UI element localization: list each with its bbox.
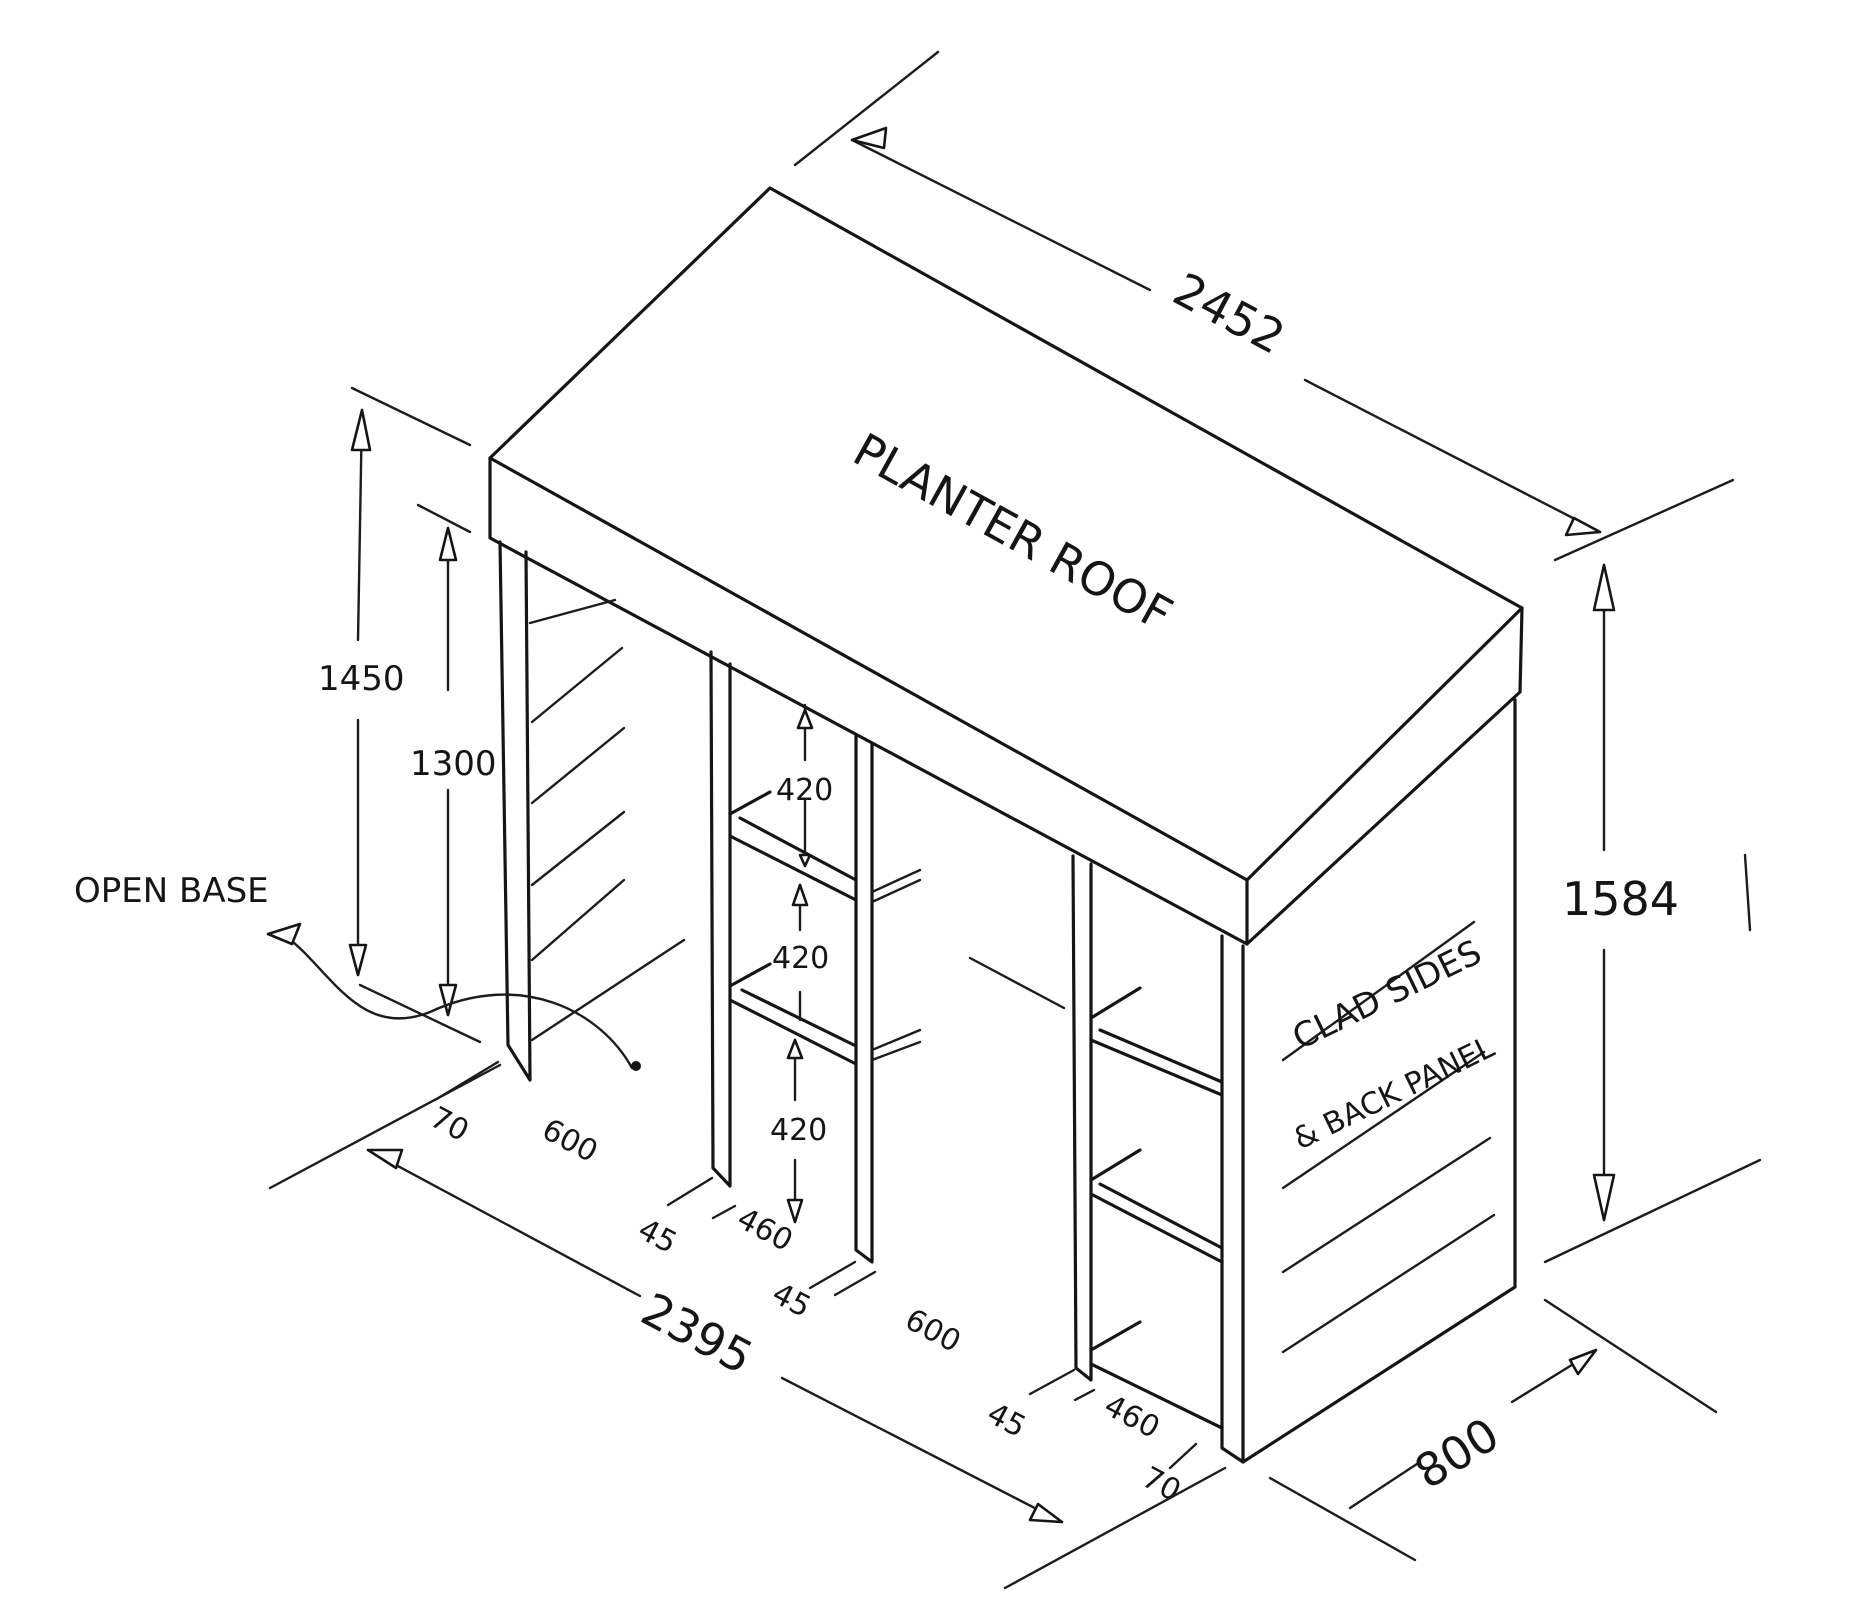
cladding-board [1281,1213,1496,1354]
arrow-head [348,943,368,977]
cladding-board [1281,920,1476,1062]
leader-dot [631,1061,641,1071]
arrow-head [266,922,302,946]
dim-height-to-beam: 1300 [410,744,497,784]
extension-line [1268,1476,1417,1562]
extension-line [1553,478,1735,562]
shelf [1089,986,1224,1097]
open-base-leader [286,936,634,1070]
dim-shelf-top: 420 [776,773,833,808]
back-board [530,646,624,724]
bay-tick [808,1260,857,1290]
back-board [530,810,626,887]
roof-end-fascia [1245,606,1524,946]
dim-post-b: 45 [766,1276,816,1325]
arrow-head [1592,563,1616,612]
arrow-head [366,1148,404,1170]
shelves-bay-b [1089,986,1224,1430]
bay-tick [833,1270,877,1297]
bay-tick [711,1204,737,1220]
clad-note-line1: CLAD SIDES [1286,932,1487,1058]
arrow-head [350,408,372,452]
dim-roof-length: 2452 [1165,262,1294,365]
dim-bay-left: 600 [536,1112,603,1170]
shelf [1089,1320,1224,1430]
arrow-head [798,853,812,868]
bay-tick [1168,1442,1198,1470]
extension-line [1543,1298,1718,1414]
front-left-post [498,540,532,1082]
posts [498,540,1245,1464]
roof-label: PLANTER ROOF [845,422,1182,641]
bay-tick [1028,1368,1076,1396]
arrow-head [786,1038,804,1060]
dim-post-a: 45 [632,1212,682,1261]
back-board [530,726,626,805]
dim-shelf-middle: 420 [772,941,829,976]
arrow-head [1568,1348,1598,1376]
dim-end-post-left: 70 [424,1100,474,1149]
roof-front-fascia [488,456,1249,946]
arrow-head [791,883,809,907]
extension-line [793,50,940,167]
back-board [530,938,686,1042]
back-panel-boards [528,598,1066,1042]
back-board [968,956,1066,1010]
extension-line [358,983,482,1044]
shelf-back-edge [870,1028,922,1062]
cladding-board [1281,1136,1492,1274]
shelves-bay-a [728,790,922,1066]
end-panel-outline [1241,698,1517,1464]
arrow-head [1592,1173,1616,1222]
arrow-head [796,708,814,730]
end-panel [1241,698,1517,1464]
dim-end-post-right: 70 [1136,1460,1186,1509]
back-board [528,598,617,625]
front-right-post [1220,934,1245,1464]
extension-line [1003,1466,1227,1590]
arrow-head [438,526,458,562]
back-board [530,878,626,962]
front-post-a [709,650,732,1188]
open-base-note: OPEN BASE [74,871,269,911]
bay-tick [433,1060,500,1102]
dim-depth: 800 [1405,1407,1508,1499]
dim-bay-middle: 600 [899,1302,966,1360]
dim-overall-width: 2395 [633,1282,762,1385]
cladding-board [1281,1050,1486,1190]
extension-line [416,503,472,534]
dimension-line-overall-width [366,1148,1064,1524]
roof [488,186,1524,946]
dim-shelf-bay-a: 460 [731,1201,798,1259]
arrow-head [1028,1502,1064,1524]
dim-shelf-bottom: 420 [770,1113,827,1148]
bay-tick [1073,1388,1096,1402]
front-post-c [1071,854,1093,1382]
extension-line [1543,1158,1762,1264]
label-box [1743,853,1752,932]
shelf [728,790,858,902]
shelf-back-edge [870,868,922,904]
dim-post-c: 45 [981,1396,1031,1445]
extension-line [268,1063,502,1190]
bay-tick [666,1176,714,1207]
arrow-head [850,126,888,150]
dimension-lines [266,50,1762,1590]
arrow-head [1564,516,1602,537]
front-post-b [854,734,874,1264]
extension-line [350,386,472,447]
dimension-line-roof-length [850,138,1602,534]
shelf [1089,1148,1224,1264]
dim-overall-height: 1584 [1562,872,1679,926]
dim-height-to-roof: 1450 [318,659,405,699]
arrow-head [438,983,458,1017]
arrow-head [786,1198,804,1224]
